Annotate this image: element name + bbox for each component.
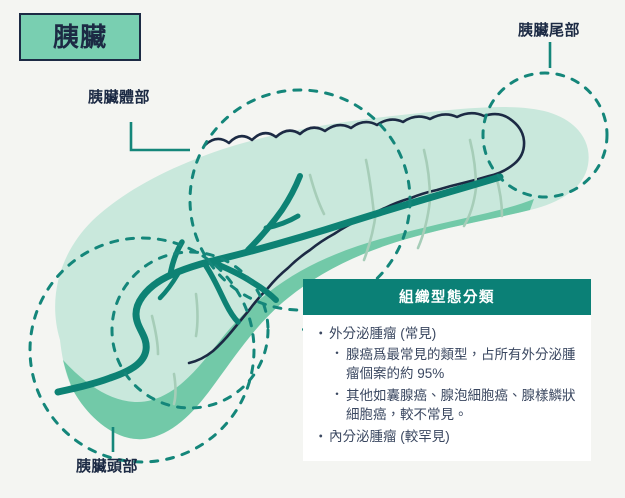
list-item: 腺癌爲最常見的類型，占所有外分泌腫瘤個案的約 95% — [315, 345, 579, 384]
list-item: 其他如囊腺癌、腺泡細胞癌、腺樣鱗狀細胞癌，較不常見。 — [315, 386, 579, 425]
highlight-circle-body — [188, 88, 412, 312]
histologic-classification-panel: 組織型態分類 外分泌腫瘤 (常見) 腺癌爲最常見的類型，占所有外分泌腫瘤個案的約… — [303, 279, 591, 462]
list-item: 內分泌腫瘤 (較罕見) — [314, 427, 579, 447]
region-highlight-circles — [28, 71, 609, 464]
list-item: 外分泌腫瘤 (常見) — [314, 324, 579, 344]
pancreas-outline — [187, 111, 526, 365]
duodenum-band — [63, 199, 534, 440]
callout-label-pancreas-tail: 胰臟尾部 — [518, 22, 581, 39]
highlight-circle-head-outer — [28, 236, 256, 464]
callout-label-pancreas-head: 胰臟頭部 — [76, 458, 139, 475]
panel-header: 組織型態分類 — [303, 279, 591, 315]
page-title: 胰臟 — [19, 13, 141, 61]
callout-label-pancreas-body: 胰臟體部 — [88, 89, 151, 106]
classification-list: 外分泌腫瘤 (常見) 腺癌爲最常見的類型，占所有外分泌腫瘤個案的約 95% 其他… — [314, 324, 579, 447]
page-title-label: 胰臟 — [52, 22, 107, 52]
highlight-circle-head-inner — [110, 250, 270, 410]
highlight-circle-tail — [481, 71, 609, 199]
panel-body: 外分泌腫瘤 (常見) 腺癌爲最常見的類型，占所有外分泌腫瘤個案的約 95% 其他… — [303, 315, 591, 461]
leader-line-body — [129, 122, 190, 152]
